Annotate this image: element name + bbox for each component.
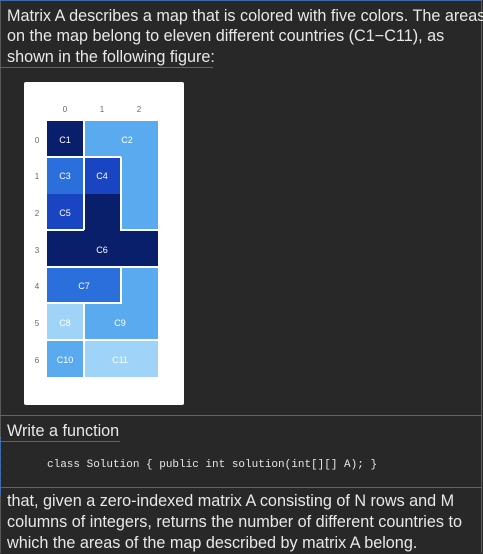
outro-line-1: that, given a zero-indexed matrix A cons… — [7, 492, 455, 510]
region-c1 — [47, 121, 84, 157]
row-label-2: 2 — [35, 209, 40, 218]
label-c3: C3 — [59, 171, 71, 181]
row-label-4: 4 — [35, 282, 40, 291]
row-label-5: 5 — [35, 319, 40, 328]
region-c4 — [84, 157, 121, 194]
label-c6: C6 — [96, 245, 108, 255]
selection-border-code — [0, 487, 482, 488]
region-c6 — [47, 194, 158, 267]
intro-line-1: Matrix A describes a map that is colored… — [7, 7, 483, 25]
selection-border-intro — [0, 67, 213, 68]
col-label-2: 2 — [137, 105, 142, 114]
region-c3 — [47, 157, 84, 194]
label-c11: C11 — [112, 355, 128, 365]
code-block-indicator — [0, 437, 4, 495]
outro-line-3: which the areas of the map described by … — [7, 534, 418, 552]
region-c5 — [47, 194, 84, 230]
label-c9: C9 — [114, 318, 126, 328]
row-label-1: 1 — [35, 172, 40, 181]
outro-line-2: columns of integers, returns the number … — [7, 513, 462, 531]
col-label-0: 0 — [63, 105, 68, 114]
write-function-text: Write a function — [7, 422, 120, 440]
label-c5: C5 — [59, 208, 71, 218]
label-c2: C2 — [121, 135, 133, 145]
col-label-1: 1 — [100, 105, 105, 114]
region-c10 — [47, 340, 84, 377]
selection-border-write — [0, 441, 120, 442]
label-c10: C10 — [57, 355, 74, 365]
label-c7: C7 — [78, 281, 90, 291]
country-map-figure: 0 1 2 0 1 2 3 4 5 6 C1 C2 C3 C4 C5 C6 C7… — [24, 82, 184, 405]
country-map-svg: 0 1 2 0 1 2 3 4 5 6 C1 C2 C3 C4 C5 C6 C7… — [35, 105, 158, 377]
region-c8 — [47, 303, 84, 340]
selection-border-figure — [0, 415, 482, 416]
code-signature: class Solution { public int solution(int… — [47, 459, 378, 471]
row-label-3: 3 — [35, 246, 40, 255]
label-c4: C4 — [96, 171, 108, 181]
row-label-0: 0 — [35, 136, 40, 145]
intro-line-3: shown in the following figure: — [7, 48, 215, 66]
selection-border-top — [0, 0, 482, 1]
row-label-6: 6 — [35, 356, 40, 365]
label-c8: C8 — [59, 318, 71, 328]
label-c1: C1 — [59, 135, 71, 145]
intro-line-2: on the map belong to eleven different co… — [7, 27, 445, 45]
region-c11 — [84, 340, 158, 377]
region-borders — [47, 121, 158, 377]
